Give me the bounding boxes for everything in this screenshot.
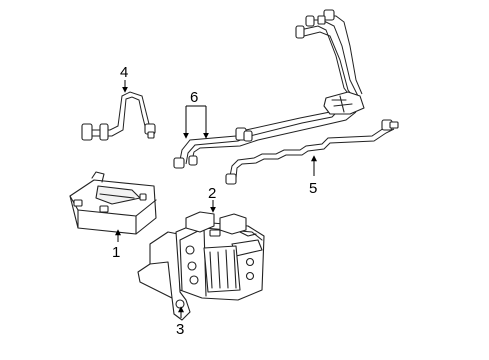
control-module-part-1: [69, 171, 157, 235]
brake-lines-part-6: [173, 99, 357, 169]
callout-5: 5: [309, 180, 317, 197]
callout-2: 2: [208, 185, 216, 202]
callout-3: 3: [176, 321, 184, 338]
callout-1: 1: [112, 244, 120, 261]
callout-6: 6: [190, 89, 198, 106]
brake-line-part-4: [81, 91, 156, 141]
brake-lines-upper-right: [295, 9, 365, 115]
brake-line-part-5: [225, 119, 399, 185]
callout-4: 4: [120, 64, 128, 81]
leader-lines: [115, 80, 317, 318]
abs-hydraulic-unit-part-2: [137, 211, 265, 321]
